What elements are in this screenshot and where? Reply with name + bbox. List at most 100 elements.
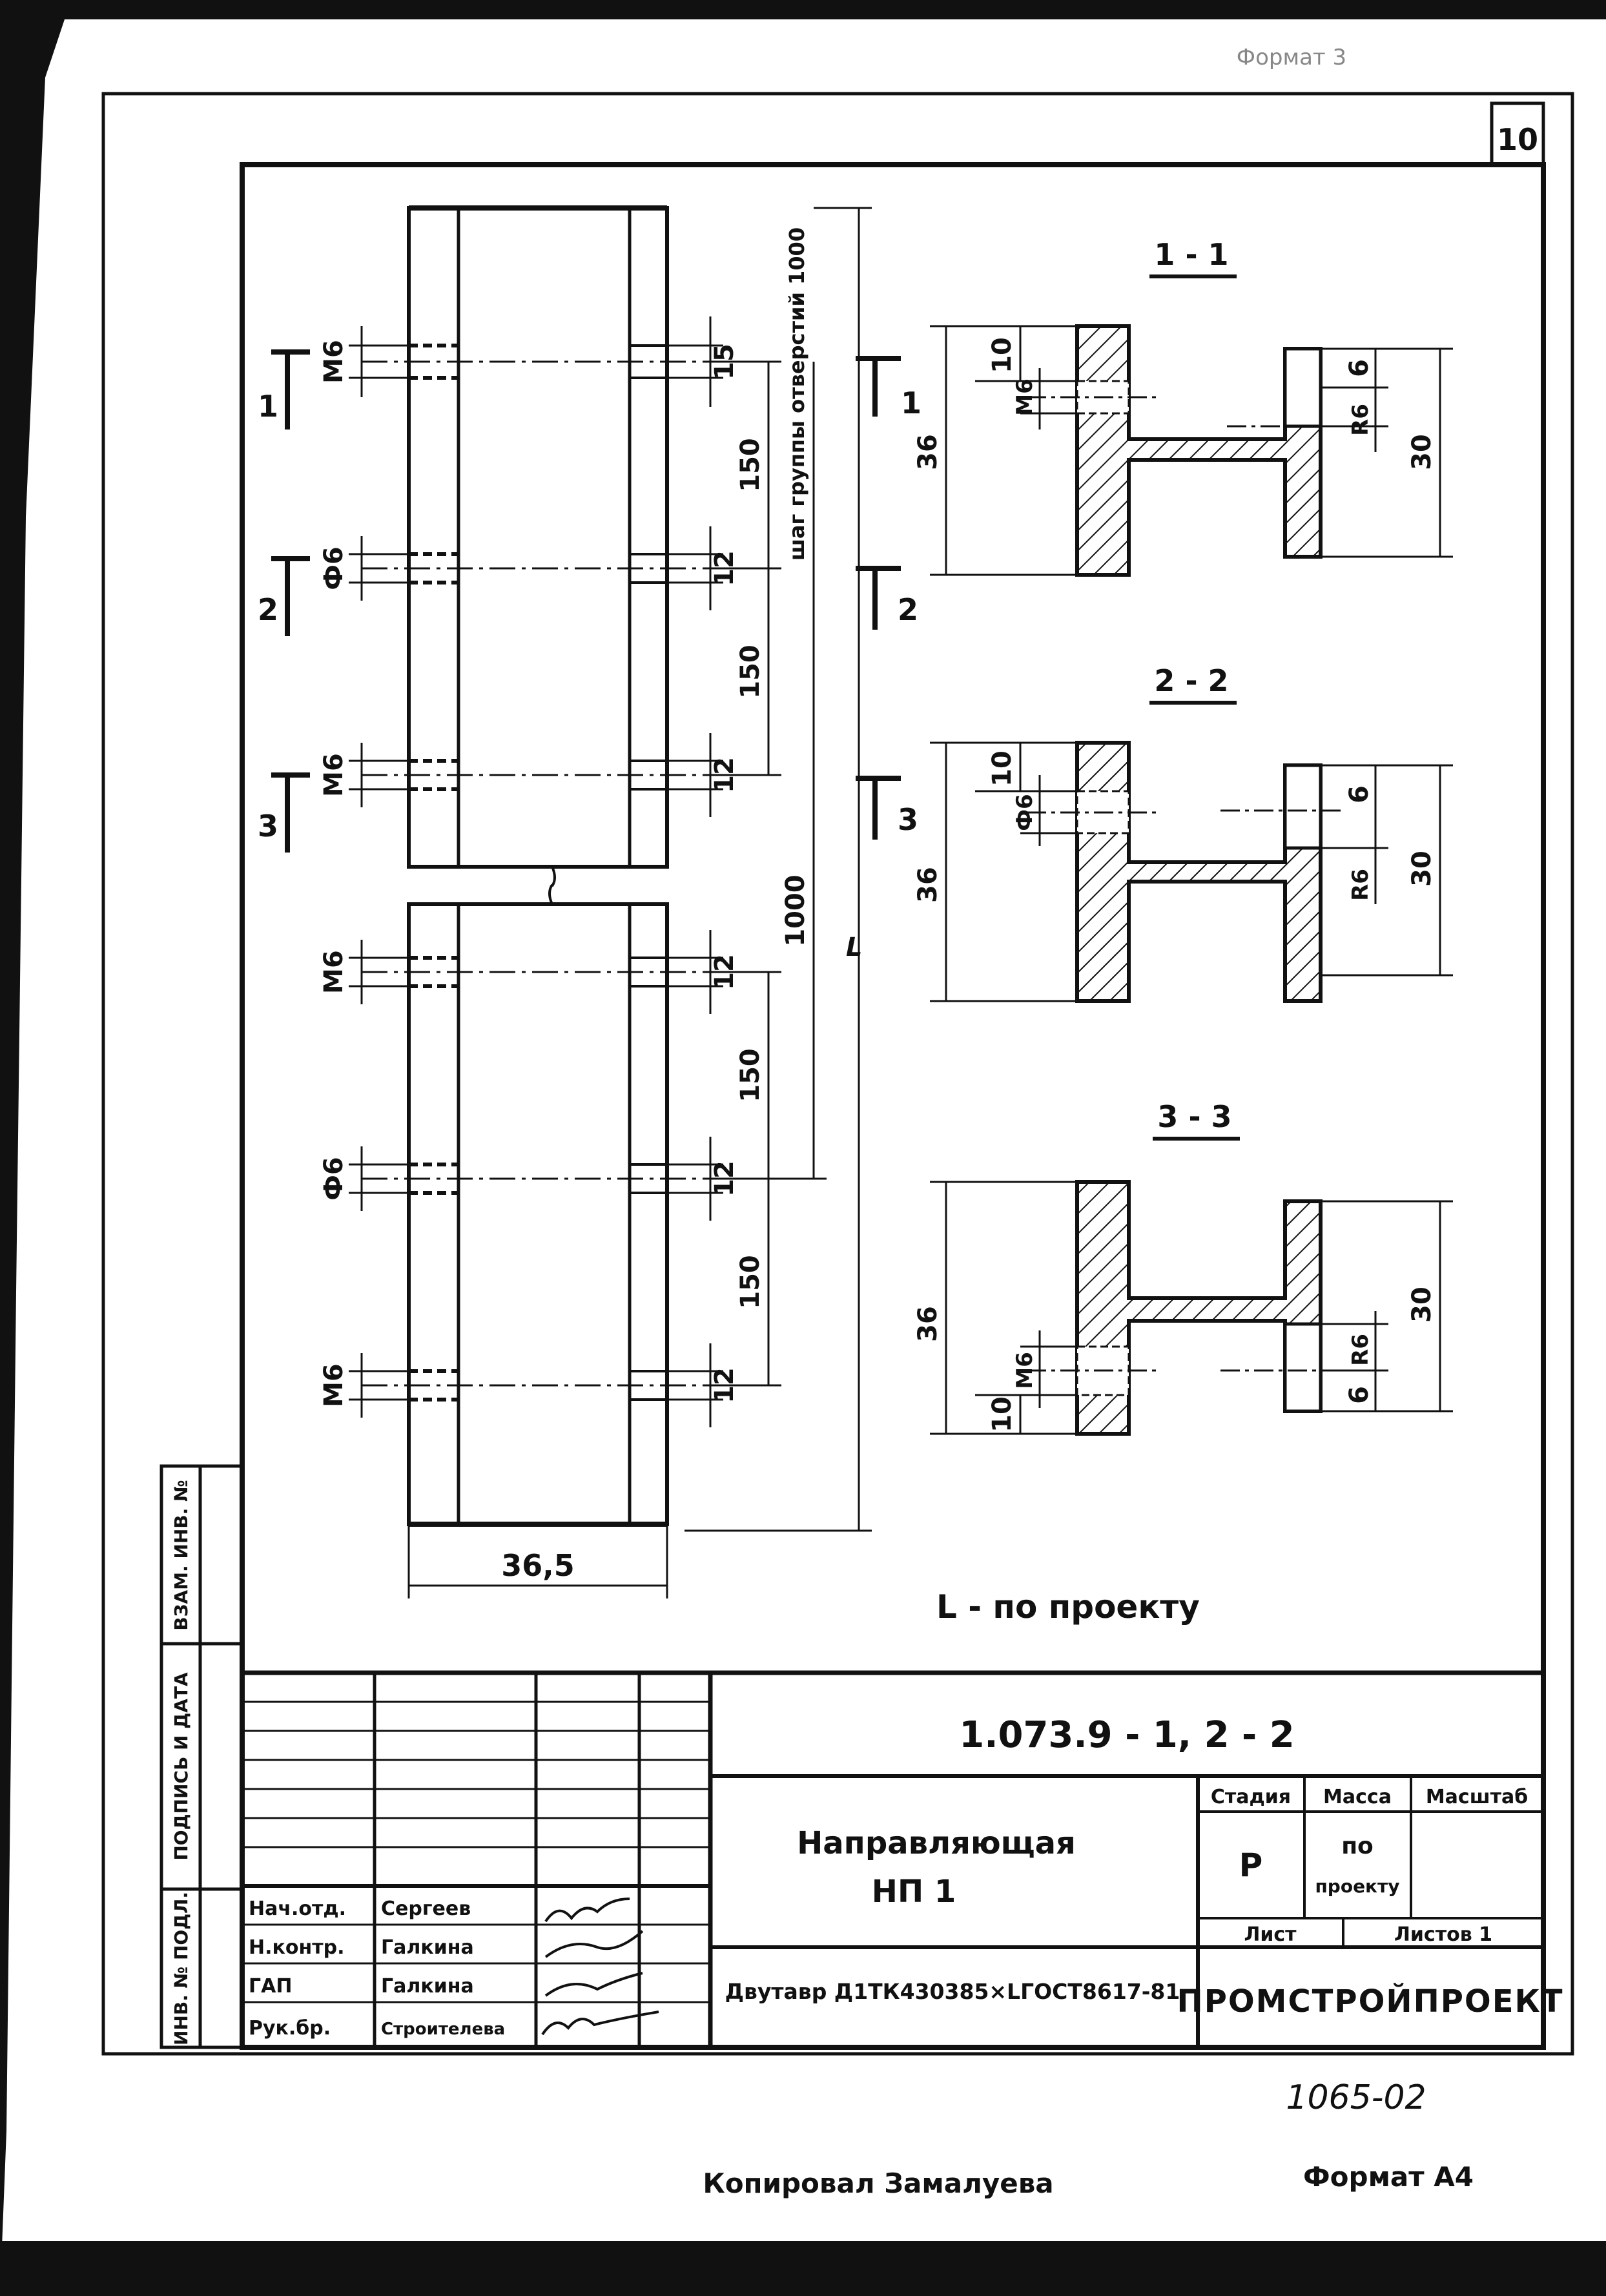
top-format-stamp: Формат 3 (1237, 45, 1346, 70)
section-mark-3-right: 3 (898, 802, 918, 837)
hole-dim-4: 12 (710, 954, 739, 990)
hole-label-2: Ф6 (319, 546, 349, 590)
hole-label-3: М6 (319, 753, 349, 797)
sig-role-4: Рук.бр. (249, 2017, 331, 2040)
plan-view-upper (407, 205, 669, 869)
hole-dim-1: 15 (710, 344, 739, 380)
section-1-1-dims (930, 325, 1453, 576)
s3-m6: М6 (1012, 1352, 1038, 1389)
sig-role-1: Нач.отд. (249, 1898, 346, 1920)
s1-r6: R6 (1348, 404, 1374, 436)
s1-six: 6 (1344, 359, 1374, 377)
scale-label: Масштаб (1426, 1786, 1528, 1808)
hole-dim-6: 12 (710, 1367, 739, 1403)
sheets-label: Листов 1 (1394, 1923, 1492, 1946)
group-step-label: шаг группы отверстий 1000 (785, 227, 809, 561)
sheet-number-box (1490, 101, 1545, 167)
material-spec: Двутавр Д1ТК430385×LГОСТ8617-81 (725, 1979, 1180, 2004)
organization: ПРОМСТРОЙПРОЕКТ (1177, 1983, 1564, 2020)
sheet-label: Лист (1244, 1923, 1297, 1946)
sidebar-inv-orig: ИНВ. № ПОДЛ. (170, 1892, 192, 2045)
s3-thirty: 30 (1407, 1287, 1437, 1323)
length-mark: L (846, 933, 863, 962)
s1-height: 36 (913, 434, 943, 470)
section-title-1: 1 - 1 (1154, 237, 1228, 272)
stage-label: Стадия (1211, 1786, 1291, 1808)
sig-name-1: Сергеев (381, 1898, 471, 1920)
handwritten-signatures (541, 1898, 659, 2036)
spacing-dim-1: 150 (736, 438, 765, 492)
section-mark-3-left: 3 (258, 809, 278, 843)
sidebar-sign-date: ПОДПИСЬ И ДАТА (170, 1672, 192, 1861)
right-section-marks (856, 356, 901, 840)
plan-view-lower (407, 902, 669, 1527)
title-block-grid (240, 1670, 1546, 2050)
spacing-dim-4: 150 (736, 1255, 765, 1309)
sheet-number: 10 (1497, 122, 1538, 157)
sig-name-2: Галкина (381, 1936, 474, 1959)
width-dim-text: 36,5 (501, 1548, 575, 1583)
mass-value-1: по (1341, 1833, 1374, 1859)
section-mark-1-left: 1 (258, 389, 278, 424)
hole-label-4: М6 (319, 950, 349, 994)
sig-role-3: ГАП (249, 1975, 292, 1998)
mass-label: Масса (1323, 1786, 1392, 1808)
stage-value: Р (1239, 1846, 1263, 1884)
hole-label-5: Ф6 (319, 1157, 349, 1201)
spacing-dim-2: 150 (736, 645, 765, 699)
scan-top-edge (0, 0, 1606, 19)
group-step-dim: 1000 (781, 874, 810, 946)
outer-frame (101, 92, 1574, 2056)
break-mark (548, 866, 556, 905)
item-name-line1: Направляющая (797, 1825, 1076, 1861)
s3-height: 36 (913, 1306, 943, 1342)
s3-six: 6 (1344, 1386, 1374, 1404)
right-hole-dims-text: 15 12 12 12 12 12 150 150 150 150 1000 ш… (710, 227, 863, 1403)
left-hole-labels: М6 Ф6 М6 М6 Ф6 М6 (319, 340, 349, 1407)
copied-by: Копировал Замалуева (703, 2167, 1053, 2199)
section-2-2-profile (1027, 741, 1343, 1003)
sidebar-zam-inv: ВЗАМ. ИНВ. № (170, 1480, 192, 1630)
scan-bottom-edge (0, 2241, 1606, 2296)
hole-label-1: М6 (319, 340, 349, 384)
section-2-2-dims (930, 741, 1453, 1002)
scan-left-edge (0, 0, 71, 2296)
handwritten-number: 1065-02 (1286, 2078, 1426, 2117)
section-3-3-profile (1027, 1180, 1343, 1436)
format-label: Формат А4 (1303, 2161, 1474, 2193)
sig-role-2: Н.контр. (249, 1936, 344, 1959)
right-hole-dim-lines (667, 207, 872, 1532)
hole-rows (362, 344, 717, 1401)
sig-name-4: Строителева (381, 2020, 505, 2039)
s1-ten: 10 (987, 337, 1017, 373)
s1-m6: М6 (1012, 378, 1038, 416)
s2-phi6: Ф6 (1012, 794, 1038, 831)
left-section-marks (271, 349, 310, 853)
s1-thirty: 30 (1407, 434, 1437, 470)
sig-name-3: Галкина (381, 1975, 474, 1998)
s3-r6: R6 (1348, 1334, 1374, 1366)
doc-code: 1.073.9 - 1, 2 - 2 (959, 1714, 1295, 1756)
s3-ten: 10 (987, 1396, 1017, 1432)
section-title-3: 3 - 3 (1157, 1099, 1231, 1134)
s2-thirty: 30 (1407, 851, 1437, 887)
section-mark-2-left: 2 (258, 592, 278, 627)
section-title-2: 2 - 2 (1154, 663, 1228, 698)
section-mark-2-right: 2 (898, 592, 918, 627)
width-dim (407, 1524, 668, 1598)
s2-height: 36 (913, 867, 943, 903)
mass-value-2: проекту (1315, 1876, 1399, 1897)
left-hole-dim-lines (349, 326, 409, 1418)
spacing-dim-3: 150 (736, 1048, 765, 1102)
hole-dim-3: 12 (710, 757, 739, 793)
inner-frame (240, 162, 1546, 2050)
item-name-line2: НП 1 (872, 1874, 956, 1910)
hole-label-6: М6 (319, 1363, 349, 1407)
s2-ten: 10 (987, 750, 1017, 787)
section-mark-1-right: 1 (901, 386, 921, 420)
hole-dim-2: 12 (710, 550, 739, 586)
s2-r6: R6 (1348, 869, 1374, 901)
section-3-3-dims (930, 1181, 1453, 1435)
section-1-1-profile (1027, 324, 1343, 577)
